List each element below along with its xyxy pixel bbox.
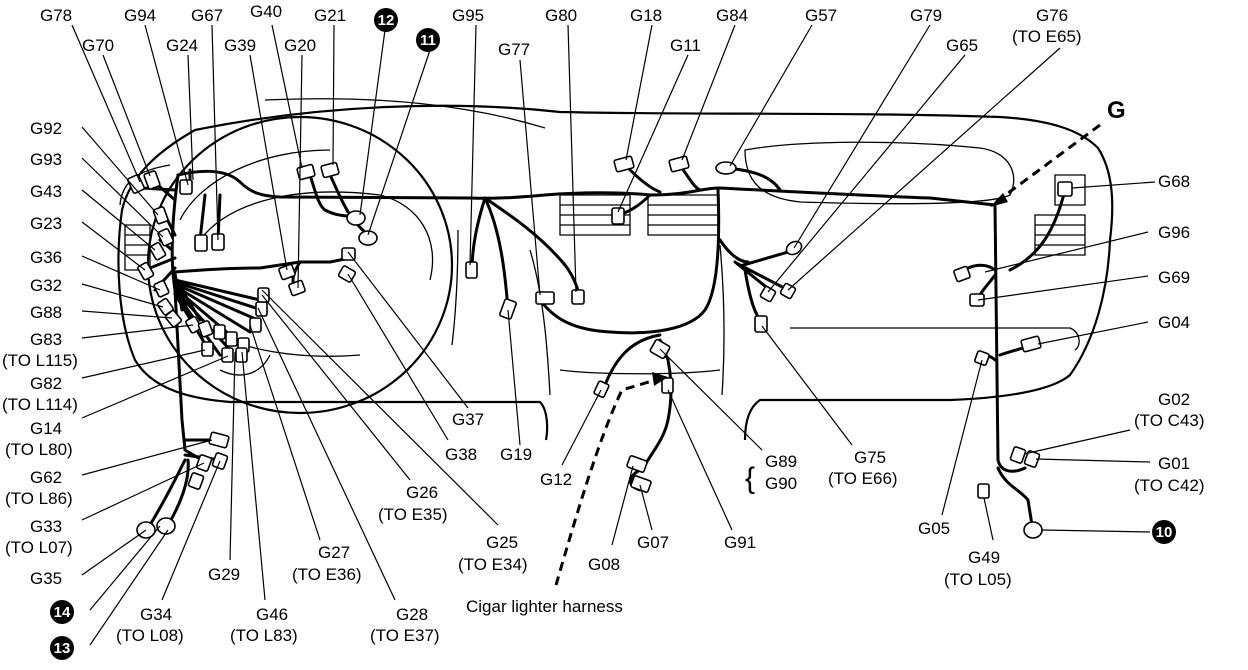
label-g29: G29 [208, 565, 240, 584]
harness-wires [140, 163, 1067, 527]
label-g38: G38 [445, 445, 477, 464]
label-g02: G02 [1158, 390, 1190, 409]
view-g-arrow [990, 123, 1101, 207]
label-g28: G28 [396, 605, 428, 624]
ground-markers: 12 11 10 14 13 [50, 8, 1176, 660]
label-g78: G78 [40, 6, 72, 25]
label-g27-to: (TO E36) [292, 565, 362, 584]
label-g75-to: (TO E66) [828, 469, 898, 488]
label-g79: G79 [910, 6, 942, 25]
ground-marker-10: 10 [1152, 520, 1176, 544]
svg-text:10: 10 [1156, 524, 1173, 541]
label-g92: G92 [30, 119, 62, 138]
label-g08: G08 [588, 555, 620, 574]
svg-text:12: 12 [378, 12, 395, 29]
label-g95: G95 [452, 6, 484, 25]
label-g68: G68 [1158, 172, 1190, 191]
label-g23: G23 [30, 214, 62, 233]
label-g49-to: (TO L05) [944, 570, 1012, 589]
label-g01: G01 [1158, 454, 1190, 473]
svg-text:11: 11 [420, 32, 436, 49]
label-g40: G40 [250, 2, 282, 21]
label-g33: G33 [30, 517, 62, 536]
label-view-g: G [1107, 97, 1126, 124]
label-g35: G35 [30, 569, 62, 588]
connectors [127, 155, 1073, 539]
label-g83: G83 [30, 330, 62, 349]
label-g80: G80 [545, 6, 577, 25]
label-g46-to: (TO L83) [230, 626, 298, 645]
label-g18: G18 [630, 6, 662, 25]
label-g07: G07 [637, 533, 669, 552]
cigar-lighter-arrow [554, 372, 668, 586]
label-g36: G36 [30, 248, 62, 267]
label-g89: G89 [765, 452, 797, 471]
label-g20: G20 [284, 36, 316, 55]
label-g32: G32 [30, 276, 62, 295]
label-g01-to: (TO C42) [1134, 476, 1205, 495]
label-g46: G46 [256, 605, 288, 624]
svg-text:13: 13 [54, 640, 71, 657]
label-g84: G84 [716, 6, 748, 25]
svg-text:14: 14 [54, 604, 71, 621]
label-g62: G62 [30, 468, 62, 487]
label-g65: G65 [946, 36, 978, 55]
label-g28-to: (TO E37) [370, 626, 440, 645]
label-g88: G88 [30, 303, 62, 322]
label-brace: { [745, 462, 755, 495]
label-g37: G37 [452, 410, 484, 429]
label-g14: G14 [30, 419, 62, 438]
label-g12: G12 [540, 470, 572, 489]
label-g25-to: (TO E34) [458, 555, 528, 574]
label-g83-to: (TO L115) [2, 351, 78, 370]
ground-marker-11: 11 [416, 28, 440, 52]
label-g69: G69 [1158, 268, 1190, 287]
label-g90: G90 [765, 474, 797, 493]
label-g27: G27 [318, 543, 350, 562]
label-g62-to: (TO L86) [5, 489, 73, 508]
label-g93: G93 [30, 150, 62, 169]
label-g96: G96 [1158, 223, 1190, 242]
label-g05: G05 [918, 519, 950, 538]
label-g02-to: (TO C43) [1134, 411, 1205, 430]
label-g19: G19 [500, 445, 532, 464]
label-g26-to: (TO E35) [378, 505, 448, 524]
label-g14-to: (TO L80) [5, 440, 73, 459]
ground-marker-13: 13 [50, 636, 74, 660]
label-g21: G21 [314, 6, 346, 25]
label-g94: G94 [124, 6, 156, 25]
label-g57: G57 [805, 6, 837, 25]
label-g91: G91 [724, 533, 756, 552]
label-g34-to: (TO L08) [116, 626, 184, 645]
label-g82: G82 [30, 374, 62, 393]
label-g82-to: (TO L114) [2, 395, 78, 414]
label-g04: G04 [1158, 313, 1190, 332]
label-g49: G49 [968, 548, 1000, 567]
label-g43: G43 [30, 182, 62, 201]
label-cigar-lighter: Cigar lighter harness [466, 597, 623, 616]
connector-labels: G78 G94 G67 G40 G21 G95 G80 G18 G84 G57 … [2, 2, 1205, 645]
label-g76-to: (TO E65) [1012, 27, 1082, 46]
label-g77: G77 [498, 40, 530, 59]
label-g70: G70 [82, 36, 114, 55]
label-g75: G75 [854, 448, 886, 467]
leader-lines [71, 24, 1156, 646]
label-g25: G25 [486, 533, 518, 552]
ground-marker-14: 14 [50, 600, 74, 624]
label-g11: G11 [670, 36, 701, 55]
label-g76: G76 [1036, 6, 1068, 25]
label-g67: G67 [191, 6, 223, 25]
label-g24: G24 [166, 36, 198, 55]
label-g26: G26 [406, 483, 438, 502]
label-g39: G39 [224, 36, 256, 55]
label-g33-to: (TO L07) [5, 538, 73, 557]
ground-marker-12: 12 [374, 8, 398, 32]
label-g34: G34 [140, 605, 172, 624]
